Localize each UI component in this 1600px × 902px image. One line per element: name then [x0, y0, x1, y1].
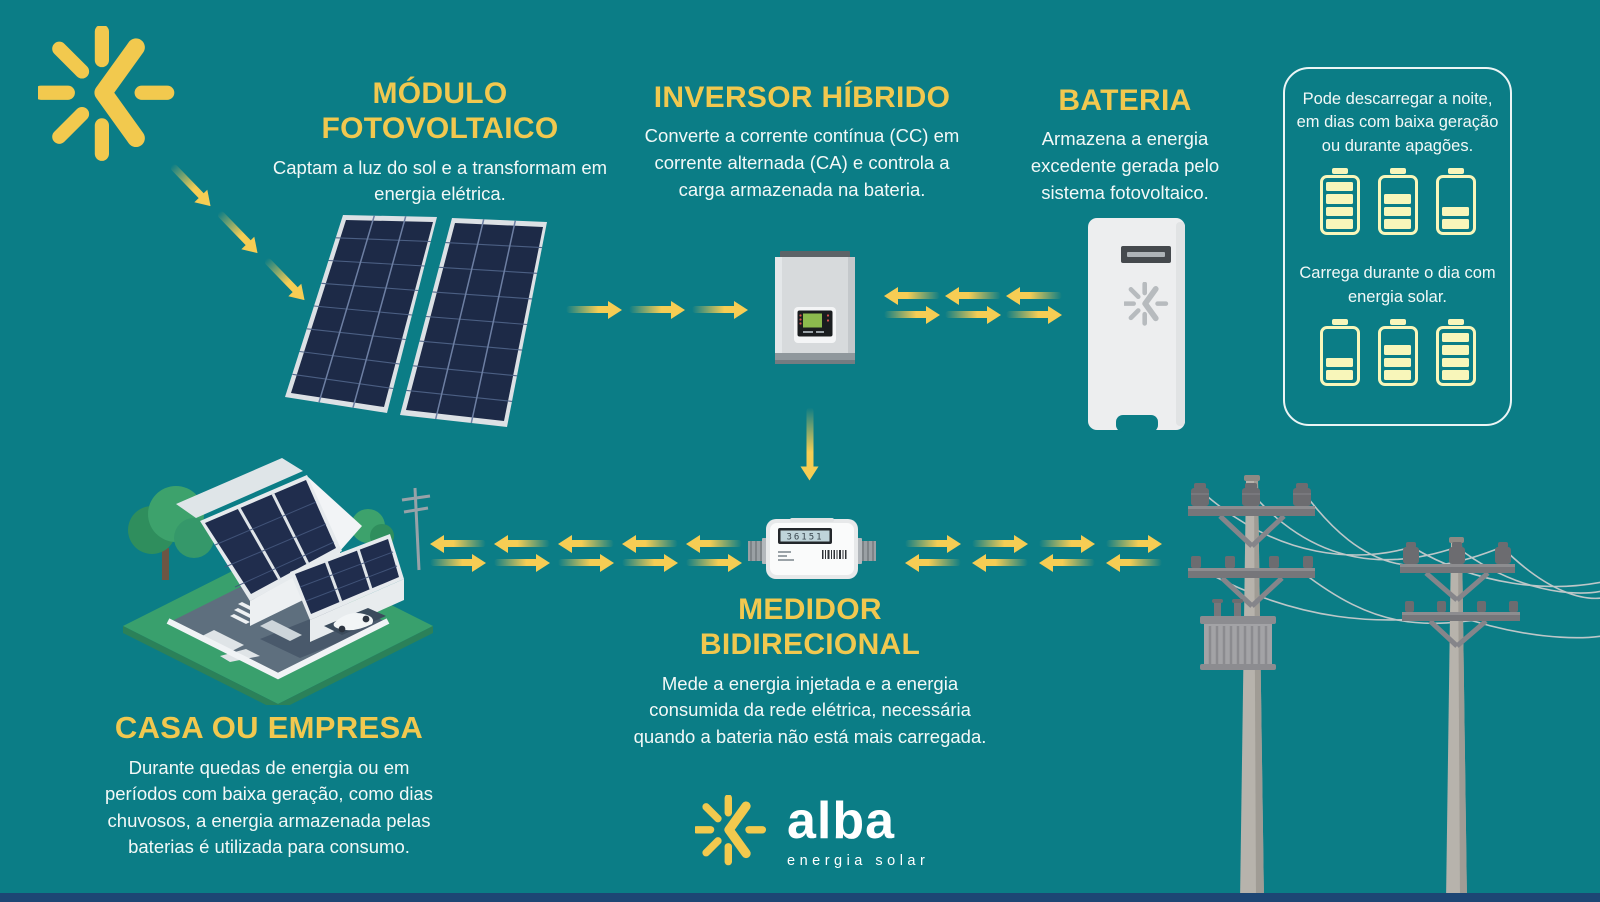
discharge-battery-icons	[1285, 175, 1510, 236]
meter-pipe-left	[748, 538, 768, 564]
utility-pole-simple	[1400, 537, 1520, 902]
flow-arrow	[494, 553, 550, 572]
section-desc: Captam a luz do sol e a transformam em e…	[272, 156, 608, 205]
trees	[128, 486, 394, 580]
hybrid-inverter-illustration	[775, 251, 855, 364]
meter-display: 36151	[786, 533, 823, 543]
section-desc: Armazena a energia excedente gerada pelo…	[1030, 128, 1220, 203]
house-illustration	[123, 458, 433, 705]
flow-arrow	[945, 292, 1001, 299]
flow-arrow	[216, 210, 260, 255]
alba-sun-icon	[38, 26, 180, 168]
flow-arrow	[972, 534, 1028, 553]
section-desc: Mede a energia injetada e a energia cons…	[633, 672, 987, 748]
section-casa: CASA OU EMPRESA Durante quedas de energi…	[95, 710, 443, 861]
battery-level-icon	[1435, 326, 1476, 387]
flow-arrow	[1006, 292, 1062, 299]
flow-arrow	[884, 292, 940, 299]
cutaway-walls	[166, 618, 390, 680]
section-title: BATERIA	[1058, 84, 1192, 117]
flow-arrow	[622, 553, 678, 572]
flow-arrow	[1039, 559, 1095, 566]
discharge-text: Pode descarregar a noite, em dias com ba…	[1296, 90, 1499, 155]
car	[324, 608, 386, 635]
flow-arrow	[169, 163, 213, 208]
flow-arrow	[905, 534, 961, 553]
battery-info-box: Pode descarregar a noite, em dias com ba…	[1283, 67, 1512, 426]
flow-arrow	[494, 540, 550, 547]
flow-arrow	[905, 559, 961, 566]
charge-battery-icons	[1285, 326, 1510, 387]
flow-arrow	[1039, 534, 1095, 553]
brand-tagline: energia solar	[787, 853, 930, 869]
meter-pipe-right	[856, 538, 876, 564]
power-poles-illustration	[1188, 475, 1600, 902]
flow-arrow	[686, 540, 742, 547]
roof-solar-panels-garage	[290, 534, 404, 620]
flow-arrow	[686, 553, 742, 572]
bidirectional-meter-illustration: 36151	[748, 518, 876, 579]
section-bateria: BATERIA Armazena a energia excedente ger…	[1010, 83, 1240, 206]
battery-level-icon	[1435, 175, 1476, 236]
section-title: CASA OU EMPRESA	[114, 710, 424, 745]
flow-arrow	[884, 305, 940, 324]
flow-arrow	[807, 408, 814, 482]
section-title: MEDIDOR BIDIRECIONAL	[699, 593, 921, 662]
power-lines	[1199, 489, 1600, 639]
battery-level-icon	[1319, 326, 1360, 387]
alba-brand-footer: alba energia solar	[695, 795, 929, 869]
alba-sun-icon	[695, 795, 769, 869]
battery-level-icon	[1377, 175, 1418, 236]
flow-arrow	[558, 540, 614, 547]
section-title: INVERSOR HÍBRIDO	[653, 81, 951, 114]
section-medidor: MEDIDOR BIDIRECIONAL Mede a energia inje…	[630, 592, 990, 751]
flow-arrow	[945, 305, 1001, 324]
bottom-edge-strip	[0, 893, 1600, 902]
brand-name: alba	[787, 792, 896, 850]
flow-arrow	[692, 300, 748, 319]
charge-text: Carrega durante o dia com energia solar.	[1299, 264, 1496, 306]
solar-panel-right	[400, 218, 547, 427]
flow-arrow	[622, 540, 678, 547]
section-title: MÓDULO FOTOVOLTAICO	[321, 77, 559, 146]
section-desc: Durante quedas de energia ou em períodos…	[104, 756, 434, 858]
antenna	[401, 487, 431, 571]
flow-arrow	[558, 553, 614, 572]
section-desc: Converte a corrente contínua (CC) em cor…	[644, 125, 960, 200]
flow-arrow	[629, 300, 685, 319]
barcode	[822, 550, 847, 559]
solar-panels-illustration	[285, 215, 547, 427]
solar-panel-left	[285, 215, 437, 413]
section-inversor: INVERSOR HÍBRIDO Converte a corrente con…	[637, 80, 967, 203]
transformer	[1200, 599, 1276, 670]
utility-pole-with-transformer	[1188, 475, 1315, 902]
flow-arrow	[972, 559, 1028, 566]
battery-level-icon	[1319, 175, 1360, 236]
flow-arrow	[566, 300, 622, 319]
battery-tower-illustration	[1088, 218, 1185, 432]
section-modulo: MÓDULO FOTOVOLTAICO Captam a luz do sol …	[270, 76, 610, 208]
battery-level-icon	[1377, 326, 1418, 387]
flow-arrow	[1006, 305, 1062, 324]
